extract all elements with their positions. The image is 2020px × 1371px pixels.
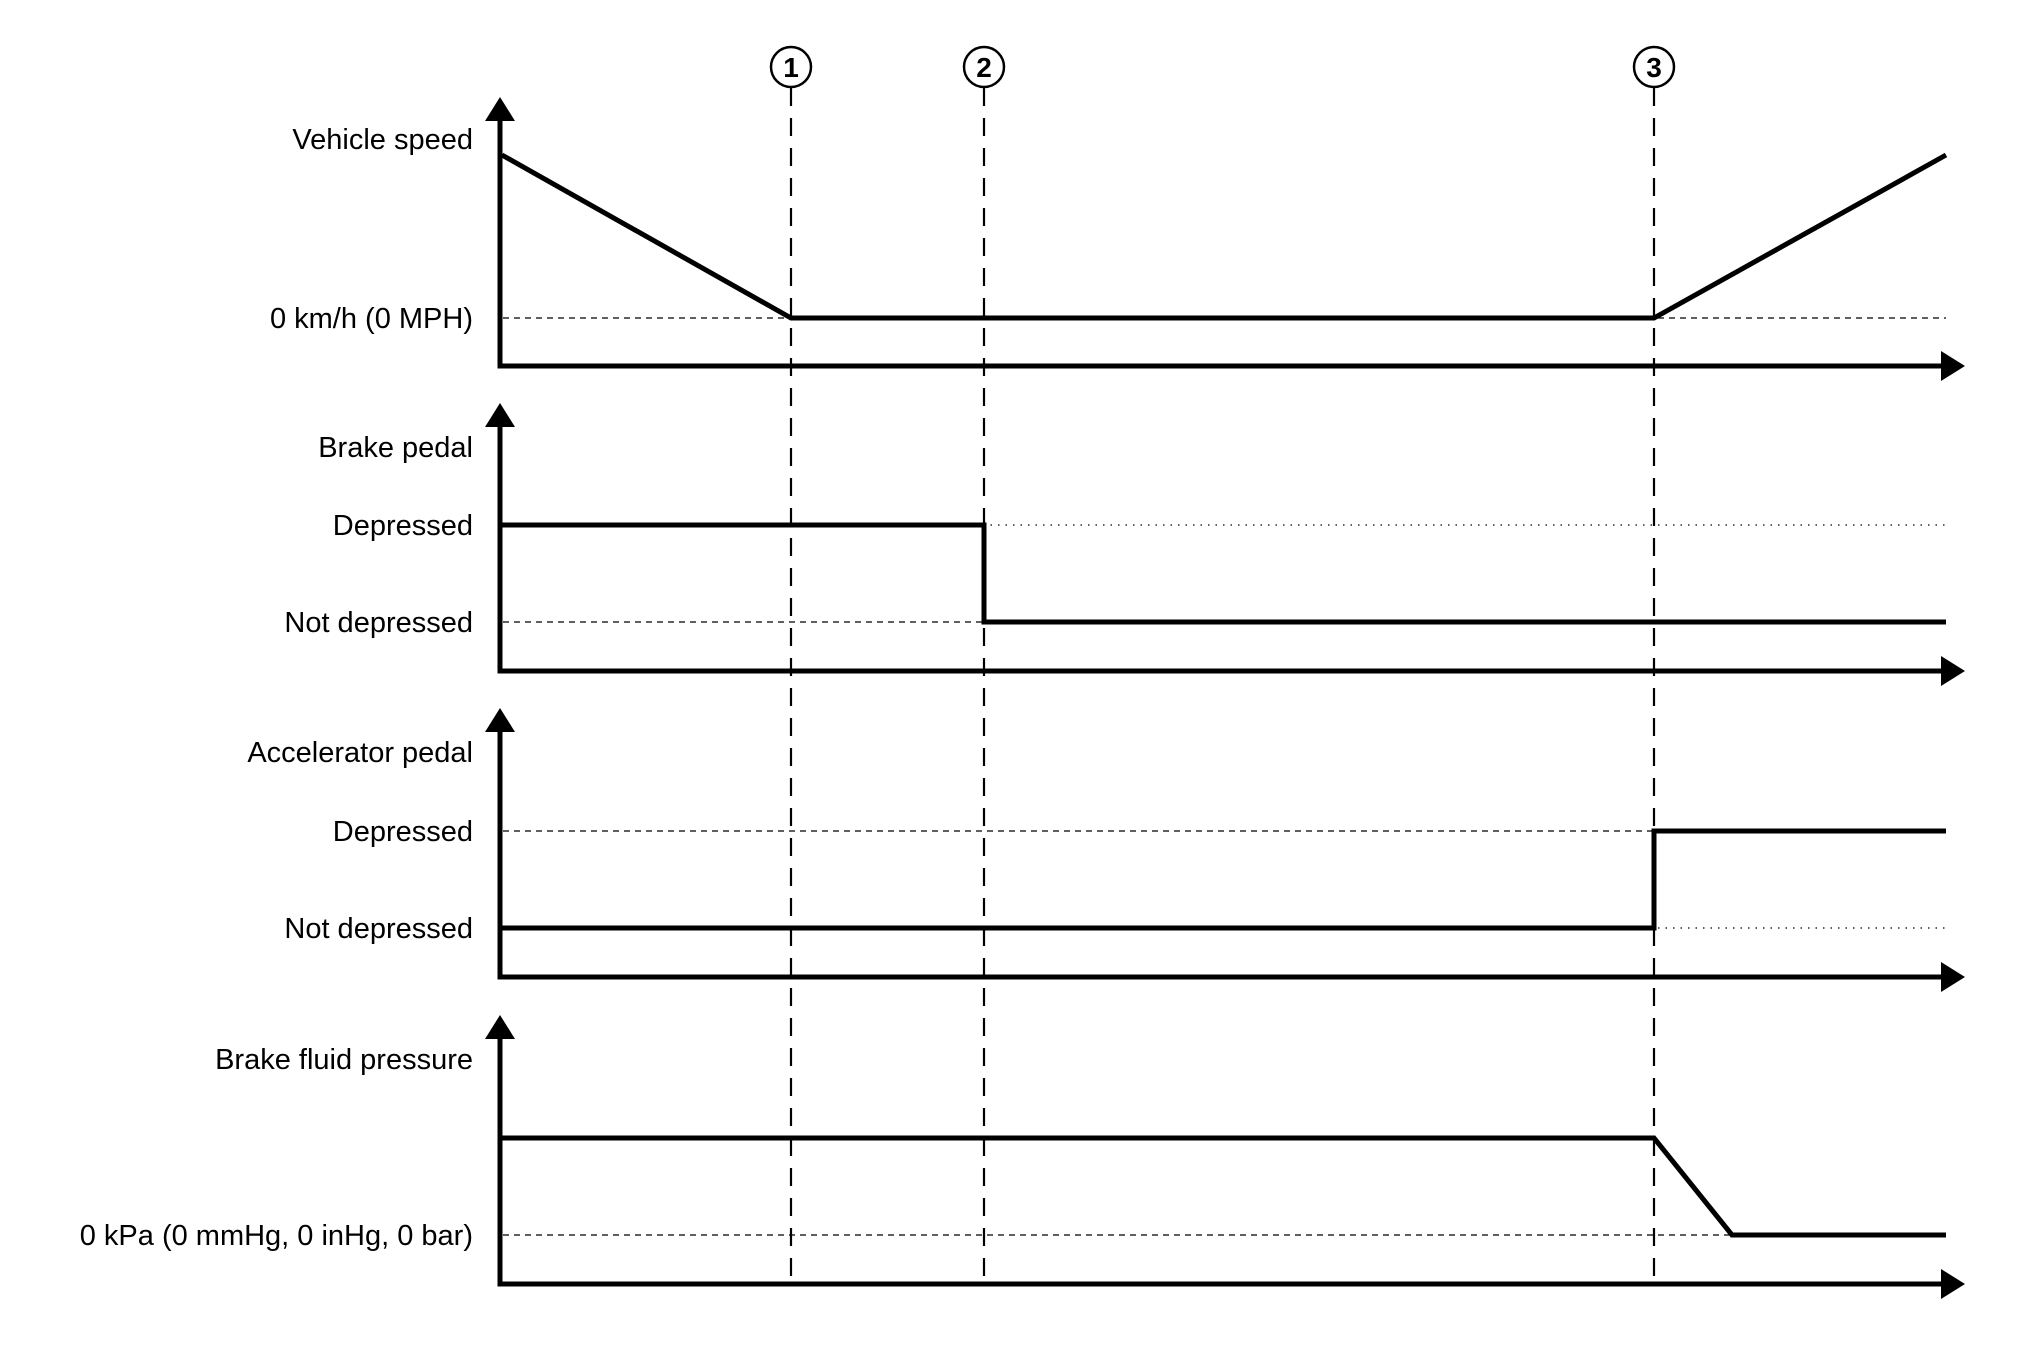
x-axis-arrow-icon: [1941, 656, 1965, 686]
x-axis-arrow-icon: [1941, 962, 1965, 992]
panel-title: Accelerator pedal: [247, 737, 473, 769]
x-axis-arrow-icon: [1941, 1269, 1965, 1299]
event-circle-2: [962, 45, 1006, 89]
y-axis-arrow-icon: [485, 403, 515, 427]
event-marker-3: 3: [1632, 45, 1676, 1284]
level-label-off: Not depressed: [284, 607, 473, 639]
event-circle-1: [769, 45, 813, 89]
level-label-zero: 0 kPa (0 mmHg, 0 inHg, 0 bar): [80, 1220, 473, 1252]
event-number-3: 3: [1646, 52, 1662, 83]
signal-trace-brake-fluid-pressure: [502, 1135, 1946, 1238]
event-circle-3: [1632, 45, 1676, 89]
signal-trace-vehicle-speed: [500, 152, 1948, 321]
signal-trace-brake-pedal: [502, 522, 1946, 625]
panel-brake-fluid-pressure: Brake fluid pressure 0 kPa (0 mmHg, 0 inH…: [80, 1015, 1965, 1299]
event-number-2: 2: [976, 52, 992, 83]
event-number-1: 1: [783, 52, 799, 83]
x-axis-arrow-icon: [1941, 351, 1965, 381]
event-marker-2: 2: [962, 45, 1006, 1284]
panel-title: Vehicle speed: [292, 124, 473, 156]
y-axis-arrow-icon: [485, 708, 515, 732]
panel-title: Brake pedal: [318, 432, 473, 464]
panel-vehicle-speed: Vehicle speed 0 km/h (0 MPH): [270, 97, 1965, 381]
level-label-on: Depressed: [333, 510, 473, 542]
signal-panels: Vehicle speed 0 km/h (0 MPH) Brake pedalDe…: [80, 97, 1965, 1299]
level-label-on: Depressed: [333, 816, 473, 848]
y-axis-arrow-icon: [485, 1015, 515, 1039]
signal-trace-accelerator-pedal: [502, 828, 1946, 931]
level-label-zero: 0 km/h (0 MPH): [270, 303, 473, 335]
level-label-off: Not depressed: [284, 913, 473, 945]
y-axis-arrow-icon: [485, 97, 515, 121]
panel-title: Brake fluid pressure: [215, 1044, 473, 1076]
event-marker-1: 1: [769, 45, 813, 1284]
event-markers: 1 2 3: [769, 45, 1676, 1284]
